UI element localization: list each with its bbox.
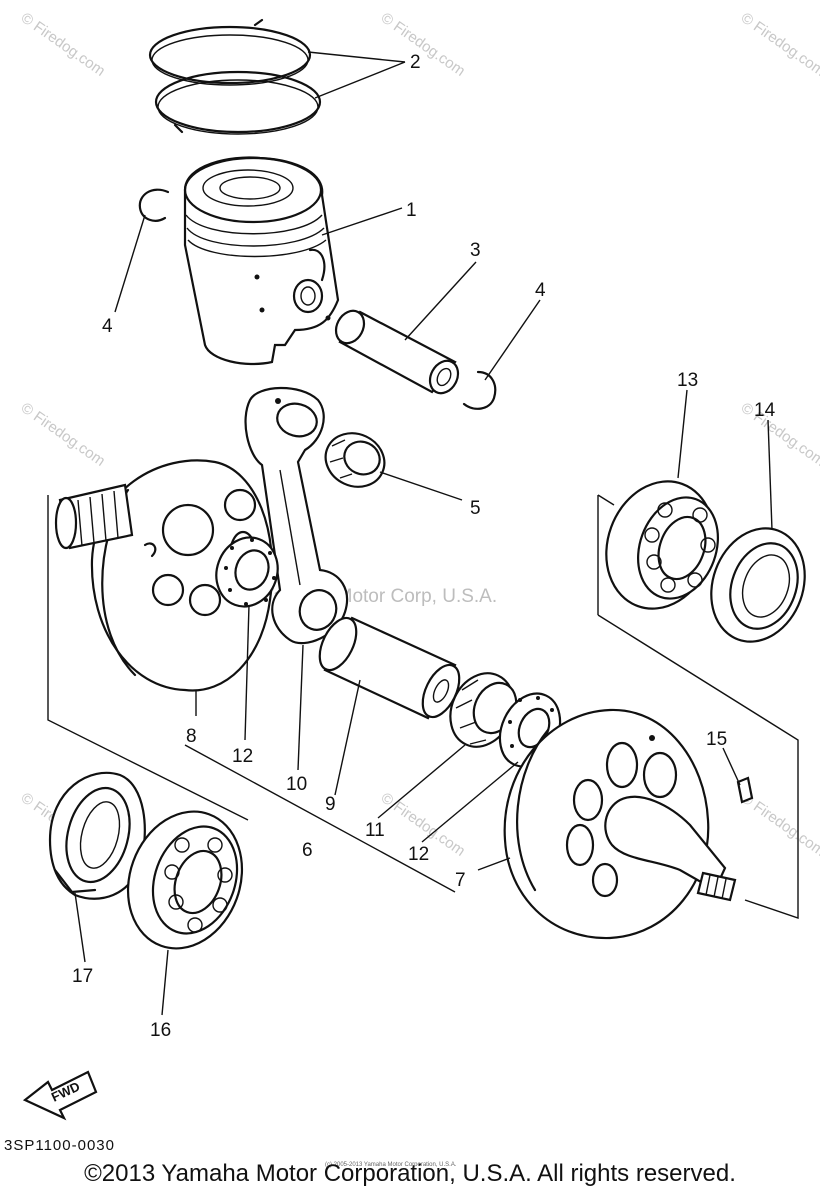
- callout-12-upper: 12: [232, 746, 253, 767]
- part-piston-rings: [148, 18, 322, 135]
- callout-10: 10: [286, 774, 307, 795]
- callout-9: 9: [325, 794, 336, 815]
- part-small-end-bearing: [324, 432, 386, 488]
- callout-3: 3: [470, 240, 481, 261]
- small-copyright: (c) 2005-2013 Yamaha Motor Corporation, …: [325, 1162, 457, 1168]
- part-thrust-washer-left: [215, 536, 279, 608]
- part-circlip-right: [462, 370, 497, 410]
- copyright-notice: ©2013 Yamaha Motor Corporation, U.S.A. A…: [84, 1160, 736, 1187]
- part-oil-seal-lower: [48, 771, 146, 900]
- callout-12-lower: 12: [408, 844, 429, 865]
- callout-6: 6: [302, 840, 313, 861]
- callout-2: 2: [410, 52, 421, 73]
- callout-16: 16: [150, 1020, 171, 1041]
- part-crank-pin: [318, 616, 461, 720]
- callout-4-right: 4: [535, 280, 546, 301]
- callout-labels: 1 2 3 4 4 5 6 7 8 9 10 11 12 12 13 14 15…: [72, 52, 776, 1041]
- callout-13: 13: [677, 370, 698, 391]
- watermark-layer: © Firedog.com © Firedog.com © Firedog.co…: [18, 9, 820, 859]
- callout-5: 5: [470, 498, 481, 519]
- part-crank-wheel-left: [54, 459, 274, 692]
- diagram-code: 3SP1100-0030: [4, 1137, 115, 1154]
- watermark-ml: © Firedog.com: [18, 399, 109, 469]
- callout-17: 17: [72, 966, 93, 987]
- callout-8: 8: [186, 726, 197, 747]
- part-woodruff-key: [736, 776, 754, 804]
- part-piston-pin: [334, 309, 460, 395]
- part-piston: [183, 156, 340, 366]
- callout-14: 14: [754, 400, 776, 421]
- fwd-arrow-icon: FWD: [22, 1070, 98, 1121]
- callout-4-left: 4: [102, 316, 113, 337]
- part-bearing-upper: [605, 480, 719, 610]
- callout-7: 7: [455, 870, 466, 891]
- watermark-tr: © Firedog.com: [738, 9, 820, 79]
- part-bearing-lower: [126, 810, 244, 950]
- watermark-tl: © Firedog.com: [18, 9, 109, 79]
- part-crank-wheel-right: [503, 708, 737, 940]
- leader-lines: [47, 51, 799, 1016]
- watermark-mr: © Firedog.com: [738, 399, 820, 469]
- part-oil-seal-upper: [710, 527, 806, 643]
- callout-1: 1: [406, 200, 417, 221]
- part-circlip-left: [138, 188, 170, 222]
- watermark-tc: © Firedog.com: [378, 9, 469, 79]
- callout-11: 11: [365, 820, 385, 841]
- part-connecting-rod: [244, 386, 349, 645]
- callout-15: 15: [706, 729, 727, 750]
